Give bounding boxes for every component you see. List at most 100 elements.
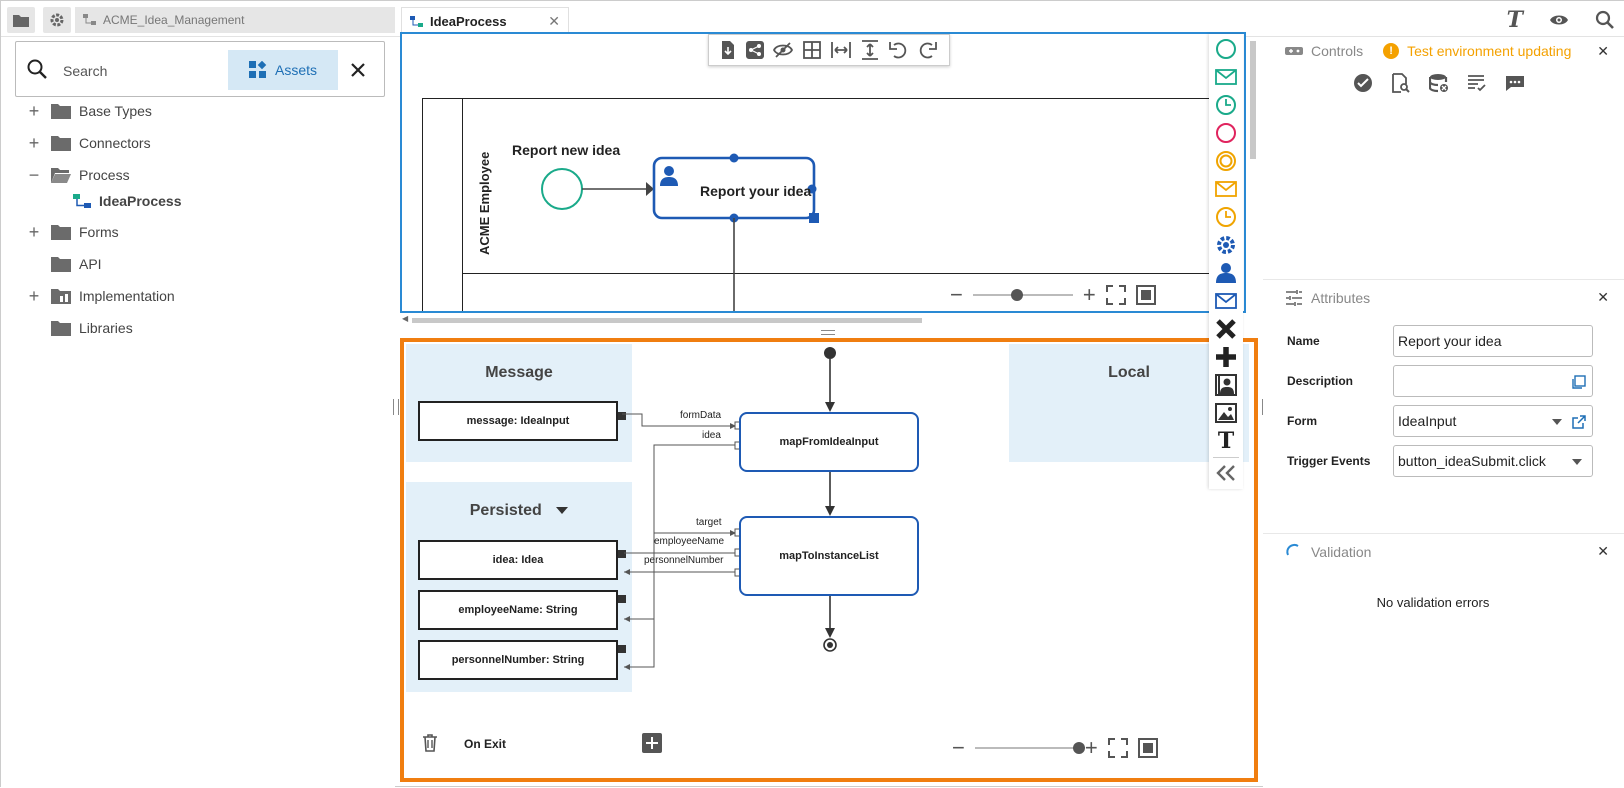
open-external-icon[interactable] bbox=[1572, 415, 1586, 429]
message-variable[interactable]: message: IdeaInput bbox=[418, 401, 618, 441]
start-event-icon[interactable] bbox=[1214, 37, 1238, 61]
collapse-icon[interactable]: − bbox=[28, 164, 40, 185]
upper-horizontal-scrollbar[interactable]: ◀ bbox=[402, 314, 1242, 324]
tree-item-implementation[interactable]: + Implementation bbox=[27, 284, 175, 308]
text-annotation-icon[interactable]: T bbox=[1217, 428, 1235, 454]
chevron-down-icon[interactable] bbox=[1552, 419, 1562, 425]
mapping-task-from-idea-input[interactable]: mapFromIdeaInput bbox=[739, 412, 919, 472]
fullscreen-icon[interactable] bbox=[1105, 285, 1126, 305]
collapse-palette-icon[interactable] bbox=[1214, 461, 1238, 485]
pin-label: target bbox=[696, 517, 722, 528]
preview-icon[interactable] bbox=[1391, 73, 1411, 93]
upper-vertical-scrollbar[interactable] bbox=[1250, 41, 1256, 159]
add-icon[interactable] bbox=[642, 733, 662, 753]
chevron-down-icon[interactable] bbox=[1572, 459, 1582, 465]
zoom-out-icon[interactable]: − bbox=[950, 282, 963, 307]
comment-icon[interactable] bbox=[1505, 73, 1525, 93]
service-task-icon[interactable] bbox=[1214, 233, 1238, 257]
fullscreen-icon[interactable] bbox=[1107, 738, 1128, 758]
output-port[interactable] bbox=[618, 550, 626, 558]
message-intermediate-event-icon[interactable] bbox=[1214, 177, 1238, 201]
text-format-icon[interactable]: T bbox=[1506, 7, 1523, 33]
database-icon[interactable] bbox=[1429, 73, 1449, 93]
expand-icon[interactable]: + bbox=[28, 100, 40, 121]
hide-icon[interactable] bbox=[773, 42, 794, 58]
grid-icon[interactable] bbox=[803, 41, 822, 59]
description-field[interactable] bbox=[1393, 365, 1593, 397]
search-icon[interactable] bbox=[1595, 10, 1615, 30]
assets-button[interactable]: Assets bbox=[228, 50, 338, 90]
warning-icon: ! bbox=[1383, 43, 1400, 59]
distribute-horizontal-icon[interactable] bbox=[830, 41, 851, 59]
lane-icon[interactable] bbox=[1214, 373, 1238, 397]
tree-item-libraries[interactable]: Libraries bbox=[27, 316, 133, 340]
message-task-icon[interactable] bbox=[1214, 289, 1238, 313]
fit-view-icon[interactable] bbox=[1135, 285, 1156, 305]
tree-item-ideaprocess[interactable]: IdeaProcess bbox=[73, 189, 182, 213]
name-field[interactable]: Report your idea bbox=[1393, 325, 1593, 357]
expand-icon[interactable]: + bbox=[28, 285, 40, 306]
tree-item-connectors[interactable]: + Connectors bbox=[27, 131, 151, 155]
persisted-variable-idea[interactable]: idea: Idea bbox=[418, 540, 618, 580]
expand-icon[interactable]: + bbox=[28, 132, 40, 153]
close-tab-icon[interactable]: ✕ bbox=[548, 13, 560, 29]
mapping-task-to-instance-list[interactable]: mapToInstanceList bbox=[739, 516, 919, 596]
image-icon[interactable] bbox=[1214, 401, 1238, 425]
validate-icon[interactable] bbox=[1353, 73, 1373, 93]
tree-item-api[interactable]: API bbox=[27, 252, 102, 276]
tab-ideaprocess[interactable]: IdeaProcess ✕ bbox=[401, 7, 569, 35]
tree-item-process[interactable]: − Process bbox=[27, 163, 130, 187]
close-attributes-icon[interactable]: ✕ bbox=[1597, 289, 1609, 305]
user-task-icon[interactable] bbox=[1214, 261, 1238, 285]
undo-icon[interactable] bbox=[888, 41, 908, 59]
zoom-out-icon[interactable]: − bbox=[952, 735, 965, 760]
end-event-icon[interactable] bbox=[1214, 121, 1238, 145]
eye-icon[interactable] bbox=[1549, 13, 1569, 27]
exclusive-gateway-icon[interactable] bbox=[1214, 317, 1238, 341]
message-start-event-icon[interactable] bbox=[1214, 65, 1238, 89]
project-tab[interactable]: ACME_Idea_Management bbox=[75, 7, 395, 33]
process-canvas[interactable]: ACME Employee Report new idea Report you… bbox=[400, 32, 1246, 313]
left-splitter-handle[interactable] bbox=[393, 399, 399, 415]
output-port[interactable] bbox=[618, 645, 626, 653]
form-select[interactable]: IdeaInput bbox=[1393, 405, 1593, 437]
parallel-gateway-icon[interactable] bbox=[1214, 345, 1238, 369]
chevron-down-icon[interactable] bbox=[556, 507, 569, 515]
zoom-in-icon[interactable]: + bbox=[1084, 735, 1098, 760]
zoom-slider[interactable] bbox=[974, 742, 1085, 754]
pin-label: employeeName bbox=[654, 536, 725, 547]
expand-editor-icon[interactable] bbox=[1572, 375, 1586, 389]
search-input[interactable]: Search bbox=[63, 63, 108, 79]
distribute-vertical-icon[interactable] bbox=[861, 40, 879, 60]
output-port[interactable] bbox=[618, 595, 626, 603]
name-row: Name Report your idea bbox=[1287, 325, 1607, 357]
trigger-events-select[interactable]: button_ideaSubmit.click bbox=[1393, 445, 1593, 477]
close-controls-icon[interactable]: ✕ bbox=[1597, 43, 1609, 59]
tree-item-base-types[interactable]: + Base Types bbox=[27, 99, 152, 123]
fit-view-icon[interactable] bbox=[1137, 738, 1158, 758]
clear-search-button[interactable] bbox=[344, 56, 372, 84]
share-icon[interactable] bbox=[745, 41, 764, 59]
expand-icon[interactable]: + bbox=[28, 221, 40, 242]
gear-icon[interactable] bbox=[43, 7, 71, 33]
close-validation-icon[interactable]: ✕ bbox=[1597, 543, 1609, 559]
project-name: ACME_Idea_Management bbox=[103, 13, 245, 27]
asset-panel: Search Assets + Base Types + Connectors … bbox=[1, 37, 395, 788]
intermediate-event-icon[interactable] bbox=[1214, 149, 1238, 173]
tree-item-forms[interactable]: + Forms bbox=[27, 220, 119, 244]
export-icon[interactable] bbox=[720, 41, 736, 59]
timer-start-event-icon[interactable] bbox=[1214, 93, 1238, 117]
data-mapping-editor[interactable]: Message message: IdeaInput Persisted ide… bbox=[400, 338, 1258, 782]
output-port[interactable] bbox=[618, 412, 626, 420]
checklist-icon[interactable] bbox=[1467, 73, 1487, 93]
redo-icon[interactable] bbox=[918, 41, 938, 59]
timer-intermediate-event-icon[interactable] bbox=[1214, 205, 1238, 229]
zoom-in-icon[interactable]: + bbox=[1082, 282, 1096, 307]
folder-icon[interactable] bbox=[7, 7, 35, 33]
persisted-variable-employee-name[interactable]: employeeName: String bbox=[418, 590, 618, 630]
persisted-variable-personnel-number[interactable]: personnelNumber: String bbox=[418, 640, 618, 680]
trash-icon[interactable] bbox=[422, 734, 438, 752]
canvas-splitter-handle[interactable] bbox=[821, 330, 835, 335]
zoom-slider[interactable] bbox=[972, 289, 1073, 301]
persisted-group-title[interactable]: Persisted bbox=[406, 502, 632, 520]
